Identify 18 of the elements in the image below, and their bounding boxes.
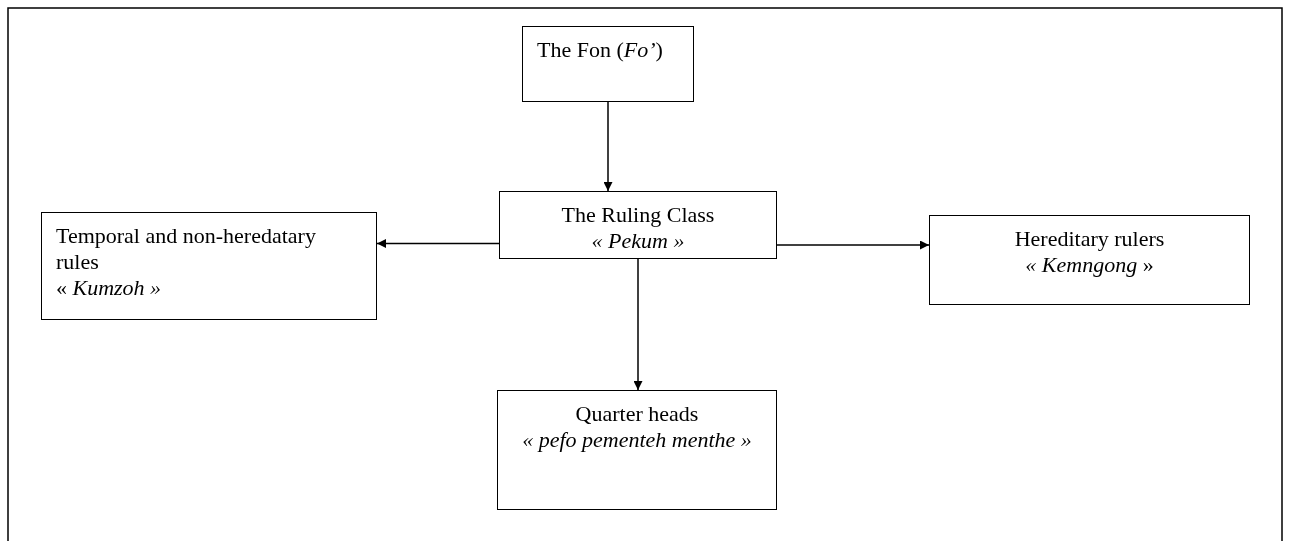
box bbox=[929, 215, 1250, 305]
node-title: Hereditary rulers bbox=[1013, 226, 1166, 252]
box bbox=[41, 212, 377, 320]
box bbox=[499, 191, 777, 259]
node-subtitle: « pefo pementeh menthe » bbox=[521, 427, 753, 453]
node-subtitle: « Kumzoh » bbox=[56, 275, 163, 301]
node-title: The Ruling Class bbox=[560, 202, 716, 228]
node-subtitle: « Pekum » bbox=[590, 228, 686, 254]
arrow bbox=[603, 101, 613, 192]
arrow bbox=[776, 240, 930, 250]
arrow bbox=[633, 258, 643, 391]
node-title: The Fon (Fo’) bbox=[537, 37, 664, 63]
node-title: Temporal and non-heredatary rules bbox=[56, 223, 317, 275]
node-subtitle: « Kemngong » bbox=[1024, 252, 1155, 278]
arrow bbox=[376, 239, 500, 248]
box bbox=[522, 26, 694, 102]
box bbox=[497, 390, 777, 510]
node-title: Quarter heads bbox=[574, 401, 700, 427]
